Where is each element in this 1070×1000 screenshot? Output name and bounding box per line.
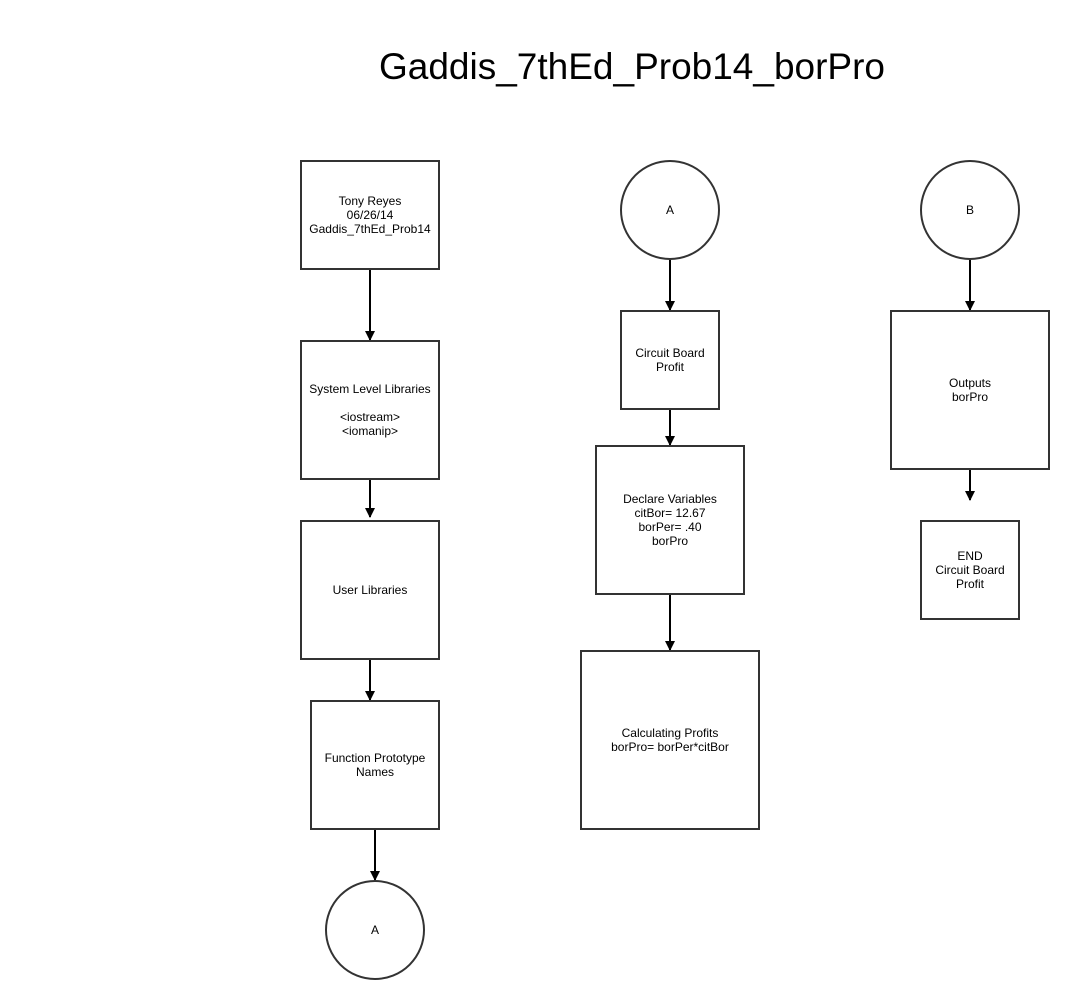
diagram-title: Gaddis_7thEd_Prob14_borPro — [378, 46, 886, 87]
outputs-box: Outputs borPro — [890, 310, 1050, 470]
connector-b: B — [920, 160, 1020, 260]
function-prototype-box: Function Prototype Names — [310, 700, 440, 830]
declare-variables-box: Declare Variables citBor= 12.67 borPer= … — [595, 445, 745, 595]
end-box: END Circuit Board Profit — [920, 520, 1020, 620]
connector-a-bottom: A — [325, 880, 425, 980]
system-libraries-box: System Level Libraries <iostream> <ioman… — [300, 340, 440, 480]
calculating-profits-box: Calculating Profits borPro= borPer*citBo… — [580, 650, 760, 830]
user-libraries-box: User Libraries — [300, 520, 440, 660]
header-box: Tony Reyes 06/26/14 Gaddis_7thEd_Prob14 — [300, 160, 440, 270]
circuit-board-box: Circuit Board Profit — [620, 310, 720, 410]
connector-a-top: A — [620, 160, 720, 260]
